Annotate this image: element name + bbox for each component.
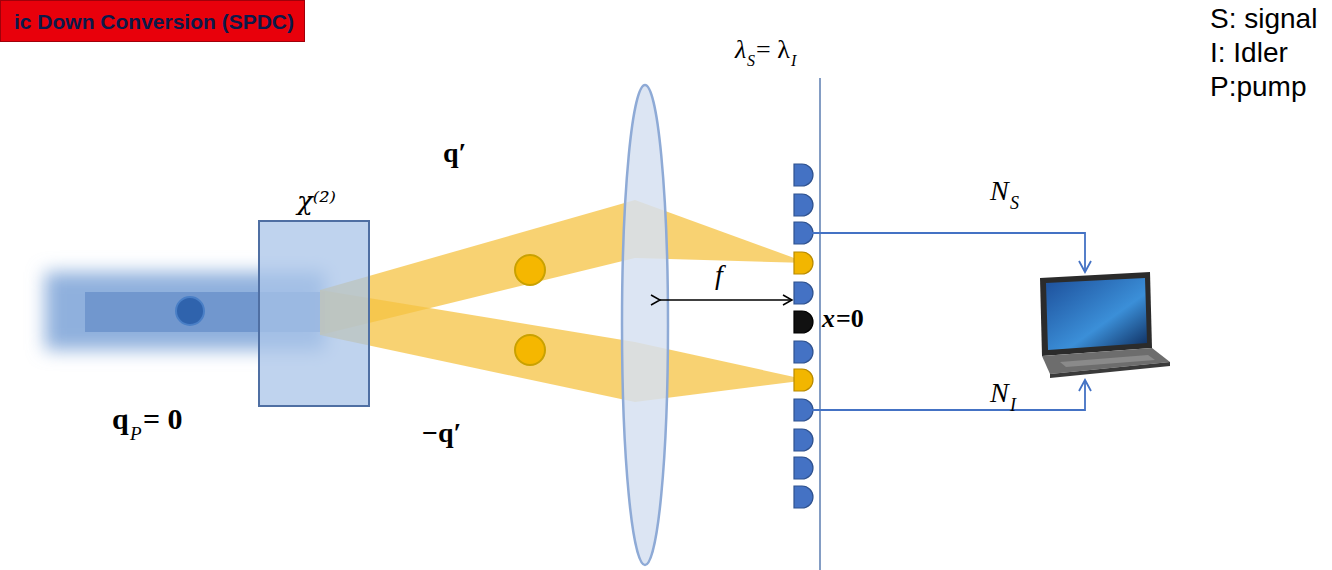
idler-photon xyxy=(515,335,545,365)
position-value: =0 xyxy=(836,305,864,334)
position-label: x xyxy=(822,305,835,334)
focal-arrow xyxy=(660,299,792,301)
detector xyxy=(794,164,813,186)
count-label: N xyxy=(990,378,1009,409)
crystal-label: χ⁽²⁾ xyxy=(297,187,336,216)
wavevector-label: q′ xyxy=(443,138,466,169)
detector xyxy=(794,282,813,304)
detector xyxy=(794,311,813,333)
signal-wire xyxy=(812,233,1085,272)
detector xyxy=(794,341,813,363)
subscript: S xyxy=(1010,194,1019,214)
detector xyxy=(794,194,813,216)
wavevector-label: −q′ xyxy=(422,418,461,449)
detector xyxy=(794,429,813,451)
detector xyxy=(794,369,813,391)
legend-idler: I: Idler xyxy=(1210,38,1288,69)
wavevector-value: = 0 xyxy=(143,402,183,435)
subscript: P xyxy=(130,424,142,445)
detector xyxy=(794,252,813,274)
title-text: ic Down Conversion (SPDC) xyxy=(1,1,304,33)
wavelength-symbol: = λ xyxy=(756,36,790,65)
nonlinear-crystal: χ⁽²⁾ xyxy=(258,220,370,407)
signal-photon xyxy=(515,255,545,285)
detector xyxy=(794,399,813,421)
wavevector-label: q xyxy=(112,402,129,435)
wavelength-symbol: λ xyxy=(735,36,746,65)
subscript: I xyxy=(1010,396,1016,416)
detector-array xyxy=(794,164,813,508)
lens xyxy=(622,85,668,565)
title-banner: ic Down Conversion (SPDC) xyxy=(0,0,305,42)
detector-plane xyxy=(819,78,821,570)
legend-signal: S: signal xyxy=(1210,4,1317,35)
detector xyxy=(794,486,813,508)
detector xyxy=(794,222,813,244)
detector xyxy=(794,457,813,479)
focal-length-label: f xyxy=(715,260,723,291)
subscript: I xyxy=(791,52,796,70)
pump-photon xyxy=(176,297,204,325)
laptop xyxy=(1040,272,1170,378)
subscript: S xyxy=(747,52,755,70)
legend-pump: P:pump xyxy=(1210,72,1307,103)
idler-wire xyxy=(812,380,1085,410)
count-label: N xyxy=(990,176,1009,207)
